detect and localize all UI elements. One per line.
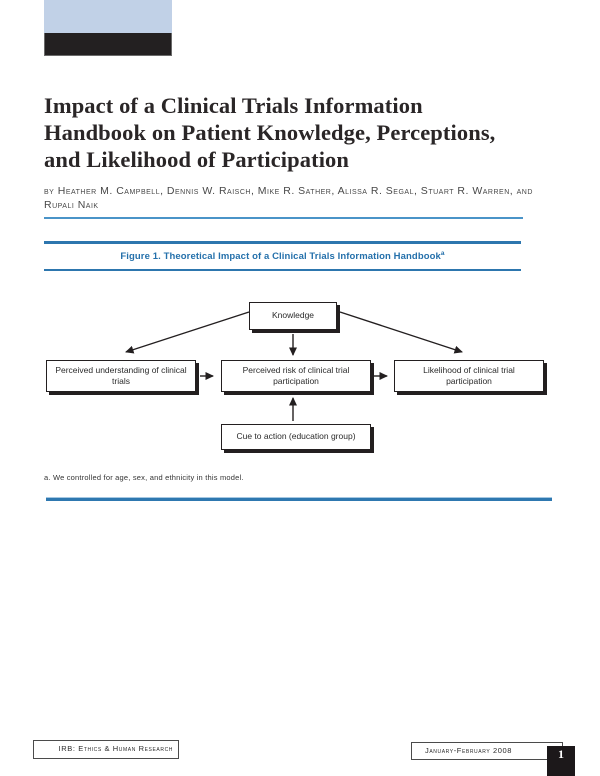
diagram-node-perceived-understanding-label: Perceived understanding of clinical tria… bbox=[55, 364, 187, 386]
byline-rule bbox=[44, 217, 523, 219]
figure-footnote: a. We controlled for age, sex, and ethni… bbox=[44, 473, 244, 482]
diagram-node-perceived-risk-label: Perceived risk of clinical trial partici… bbox=[242, 364, 350, 386]
figure-caption-superscript: a bbox=[440, 249, 445, 257]
masthead-black-block bbox=[44, 33, 172, 56]
footer-issue-date: January-February 2008 bbox=[411, 742, 563, 760]
page-number-badge: 1 bbox=[547, 746, 575, 776]
article-title-line-2: Handbook on Patient Knowledge, Perceptio… bbox=[44, 120, 496, 145]
diagram-node-perceived-understanding: Perceived understanding of clinical tria… bbox=[46, 360, 196, 392]
figure-caption-rule-bottom bbox=[44, 269, 521, 271]
masthead-blue-block bbox=[44, 0, 172, 33]
arrow-knowledge-to-likelihood bbox=[339, 311, 463, 354]
diagram-node-knowledge: Knowledge bbox=[249, 302, 337, 330]
diagram-node-cue-to-action-label: Cue to action (education group) bbox=[236, 431, 356, 442]
article-title: Impact of a Clinical Trials Information … bbox=[44, 92, 574, 173]
diagram-node-likelihood: Likelihood of clinical trial participati… bbox=[394, 360, 544, 392]
diagram-node-likelihood-label: Likelihood of clinical trial participati… bbox=[423, 364, 515, 386]
article-byline: by Heather M. Campbell, Dennis W. Raisch… bbox=[44, 185, 533, 211]
diagram-node-perceived-risk: Perceived risk of clinical trial partici… bbox=[221, 360, 371, 392]
article-title-line-3: and Likelihood of Participation bbox=[44, 147, 350, 172]
diagram-node-cue-to-action: Cue to action (education group) bbox=[221, 424, 371, 450]
footer-journal-title: IRB: Ethics & Human Research bbox=[33, 740, 179, 759]
figure-caption: Figure 1. Theoretical Impact of a Clinic… bbox=[44, 249, 521, 262]
article-title-line-1: Impact of a Clinical Trials Information bbox=[44, 93, 423, 118]
section-bottom-rule bbox=[46, 497, 552, 501]
figure-caption-rule-top bbox=[44, 241, 521, 244]
figure-caption-text: Figure 1. Theoretical Impact of a Clinic… bbox=[120, 251, 441, 262]
arrow-knowledge-to-understanding bbox=[125, 311, 250, 354]
diagram-node-knowledge-label: Knowledge bbox=[271, 310, 315, 321]
